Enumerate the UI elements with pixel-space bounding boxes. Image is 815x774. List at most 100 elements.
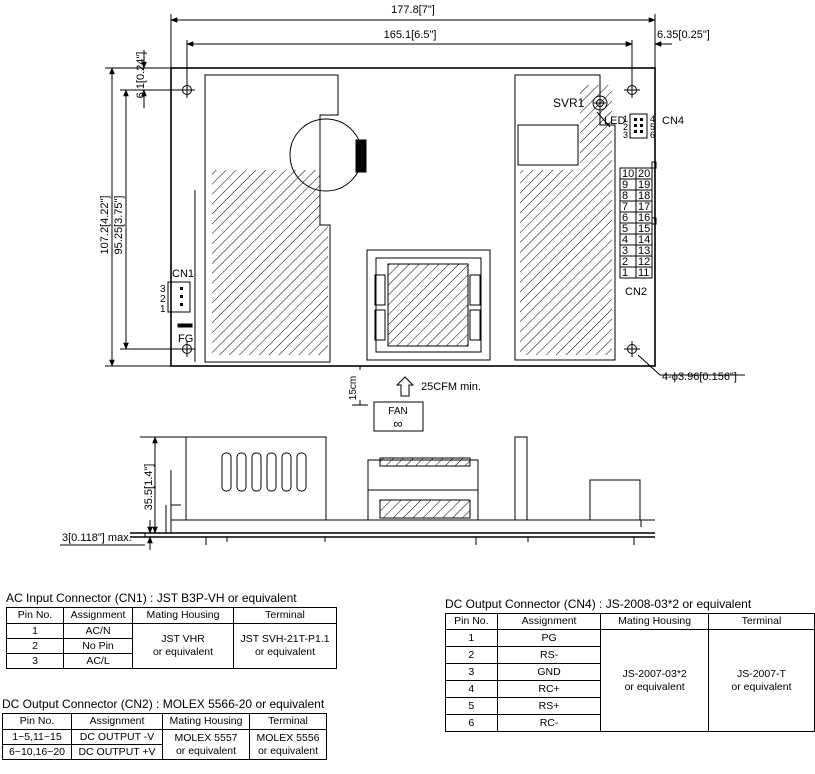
cn1-pin-label: 2 xyxy=(160,294,166,305)
label-led: LED xyxy=(604,115,625,127)
cn2-pin-label: 8 xyxy=(622,190,628,202)
cn2-pin-label: 20 xyxy=(638,168,650,180)
transformer xyxy=(366,249,491,361)
table-row: 6~10,16~20 DC OUTPUT +V xyxy=(2,744,327,760)
table-header: Assignment xyxy=(71,713,163,730)
label-svr1: SVR1 xyxy=(553,96,585,110)
pin-cell: 1~5,11~15 xyxy=(2,729,72,745)
cn4-table: Pin No. Assignment Mating Housing Termin… xyxy=(445,613,815,732)
table-header: Terminal xyxy=(249,713,327,730)
cn1-table-title: AC Input Connector (CN1) : JST B3P-VH or… xyxy=(6,591,297,605)
assignment-cell: PG xyxy=(496,629,602,647)
assignment-cell: RS- xyxy=(496,646,602,664)
mounting-hole xyxy=(624,341,640,357)
assignment-cell: AC/N xyxy=(63,623,133,639)
capacitor xyxy=(289,118,363,192)
cn4-pin-label: 4 xyxy=(650,114,655,124)
airflow-arrow xyxy=(395,376,415,397)
cn2-pin-label: 1 xyxy=(622,267,628,279)
table-header: Pin No. xyxy=(6,607,64,624)
cn2-pin-label: 12 xyxy=(638,256,650,268)
table-header: Terminal xyxy=(707,613,815,630)
cn2-pin-label: 16 xyxy=(638,212,650,224)
pin-cell: 3 xyxy=(445,663,498,681)
assignment-cell: RC- xyxy=(496,714,602,732)
pcb-outline xyxy=(170,67,656,367)
pin-cell: 4 xyxy=(445,680,498,698)
assignment-cell: GND xyxy=(496,663,602,681)
pin-cell: 6 xyxy=(445,714,498,732)
pin-cell: 1 xyxy=(6,623,64,639)
right-heatsink xyxy=(514,74,616,361)
table-header: Mating Housing xyxy=(162,713,250,730)
cn4-pin-label: 6 xyxy=(650,130,655,140)
label-cn1: CN1 xyxy=(172,268,194,280)
cn1-table: Pin No. Assignment Mating Housing Termin… xyxy=(6,607,337,669)
dim-base-thickness: 3[0.118"] max. xyxy=(62,532,132,544)
pin-cell: 6~10,16~20 xyxy=(2,744,72,760)
dim-height-holes: 95.25[3.75"] xyxy=(113,196,125,255)
table-header: Mating Housing xyxy=(600,613,709,630)
dim-right-offset: 6.35[0.25"] xyxy=(657,29,710,41)
table-header: Terminal xyxy=(233,607,337,624)
cn2-pin-label: 11 xyxy=(638,267,649,279)
table-header: Pin No. xyxy=(445,613,498,630)
label-fg: FG xyxy=(178,333,193,345)
cn1-pin-label: 1 xyxy=(160,304,166,315)
mechanical-drawing: 177.8[7"] 165.1[6.5"] 6.35[0.25"] 6.1[0.… xyxy=(60,4,745,550)
mounting-hole xyxy=(179,82,195,98)
pin-cell: 5 xyxy=(445,697,498,715)
cn4-pin-label: 1 xyxy=(623,114,628,124)
assignment-cell: DC OUTPUT -V xyxy=(71,729,163,745)
pin-cell: 2 xyxy=(445,646,498,664)
cn2-pin-label: 6 xyxy=(622,212,628,224)
cn2-pin-label: 2 xyxy=(622,256,628,268)
label-cn2: CN2 xyxy=(625,286,647,298)
cn2-pin-label: 4 xyxy=(622,234,628,246)
dim-top-offset: 6.1[0.24"] xyxy=(135,52,147,99)
assignment-cell: RS+ xyxy=(496,697,602,715)
cn2-table: Pin No. Assignment Mating Housing Termin… xyxy=(2,713,327,760)
cn4-pin-label: 5 xyxy=(650,122,655,132)
fan-icon: ∞ xyxy=(393,416,402,431)
pin-cell: 1 xyxy=(445,629,498,647)
table-header: Assignment xyxy=(496,613,602,630)
cn4-pin-label: 3 xyxy=(623,130,628,140)
cn2-pin-label: 17 xyxy=(638,201,650,213)
dim-width-total: 177.8[7"] xyxy=(391,4,435,16)
table-header: Pin No. xyxy=(2,713,72,730)
cn2-pin-label: 14 xyxy=(638,234,650,246)
assignment-cell: AC/L xyxy=(63,653,133,669)
cn2-pin-label: 3 xyxy=(622,245,628,257)
table-row: 3 AC/L xyxy=(6,653,337,669)
dim-fan-clearance: 15cm xyxy=(348,376,359,400)
cn2-pin-label: 13 xyxy=(638,245,650,257)
label-cn4: CN4 xyxy=(662,115,684,127)
cn1-pin-label: 3 xyxy=(160,284,166,295)
dim-side-height: 35.5[1.4"] xyxy=(143,464,155,511)
dim-height-total: 107.2[4.22"] xyxy=(99,196,111,255)
cn2-pin-label: 18 xyxy=(638,190,650,202)
fan-box xyxy=(373,401,424,432)
label-fan: FAN xyxy=(388,406,407,417)
mounting-hole xyxy=(179,341,195,357)
label-airflow: 25CFM min. xyxy=(421,381,481,393)
cn2-pin-label: 5 xyxy=(622,223,628,235)
pin-cell: 2 xyxy=(6,638,64,654)
cn2-pin-label: 9 xyxy=(622,179,628,191)
table-header: Mating Housing xyxy=(132,607,234,624)
cn2-pin-label: 15 xyxy=(638,223,650,235)
assignment-cell: RC+ xyxy=(496,680,602,698)
dim-holes: 4-ϕ3.96[0.156"] xyxy=(662,371,737,383)
